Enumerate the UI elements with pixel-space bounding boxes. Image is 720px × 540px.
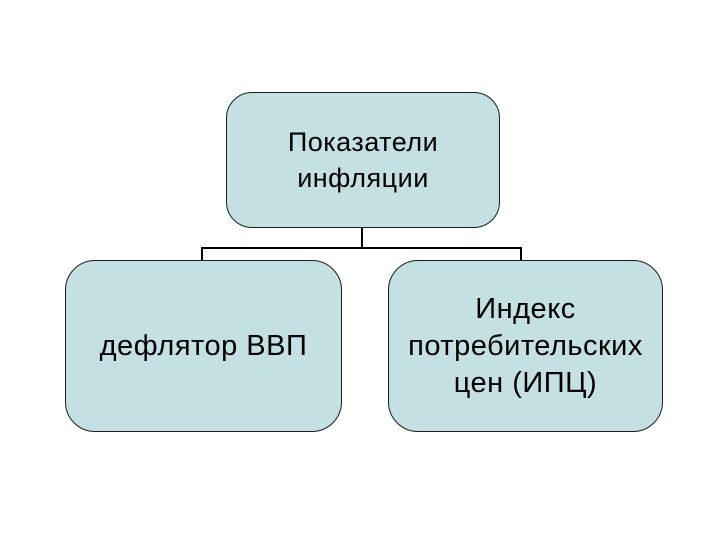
connector-root-vertical xyxy=(361,228,363,248)
node-label: Индекс потребительских цен (ИПЦ) xyxy=(408,292,643,399)
connector-left-vertical xyxy=(201,249,203,261)
node-label: Показатели инфляции xyxy=(287,127,439,193)
connector-horizontal-bar xyxy=(201,247,522,249)
connector-right-vertical xyxy=(520,249,522,261)
diagram-node-consumer-price-index: Индекс потребительских цен (ИПЦ) xyxy=(388,260,663,432)
diagram-node-inflation-indicators: Показатели инфляции xyxy=(226,92,500,228)
node-label: дефлятор ВВП xyxy=(99,329,308,362)
diagram-node-gdp-deflator: дефлятор ВВП xyxy=(65,260,342,432)
